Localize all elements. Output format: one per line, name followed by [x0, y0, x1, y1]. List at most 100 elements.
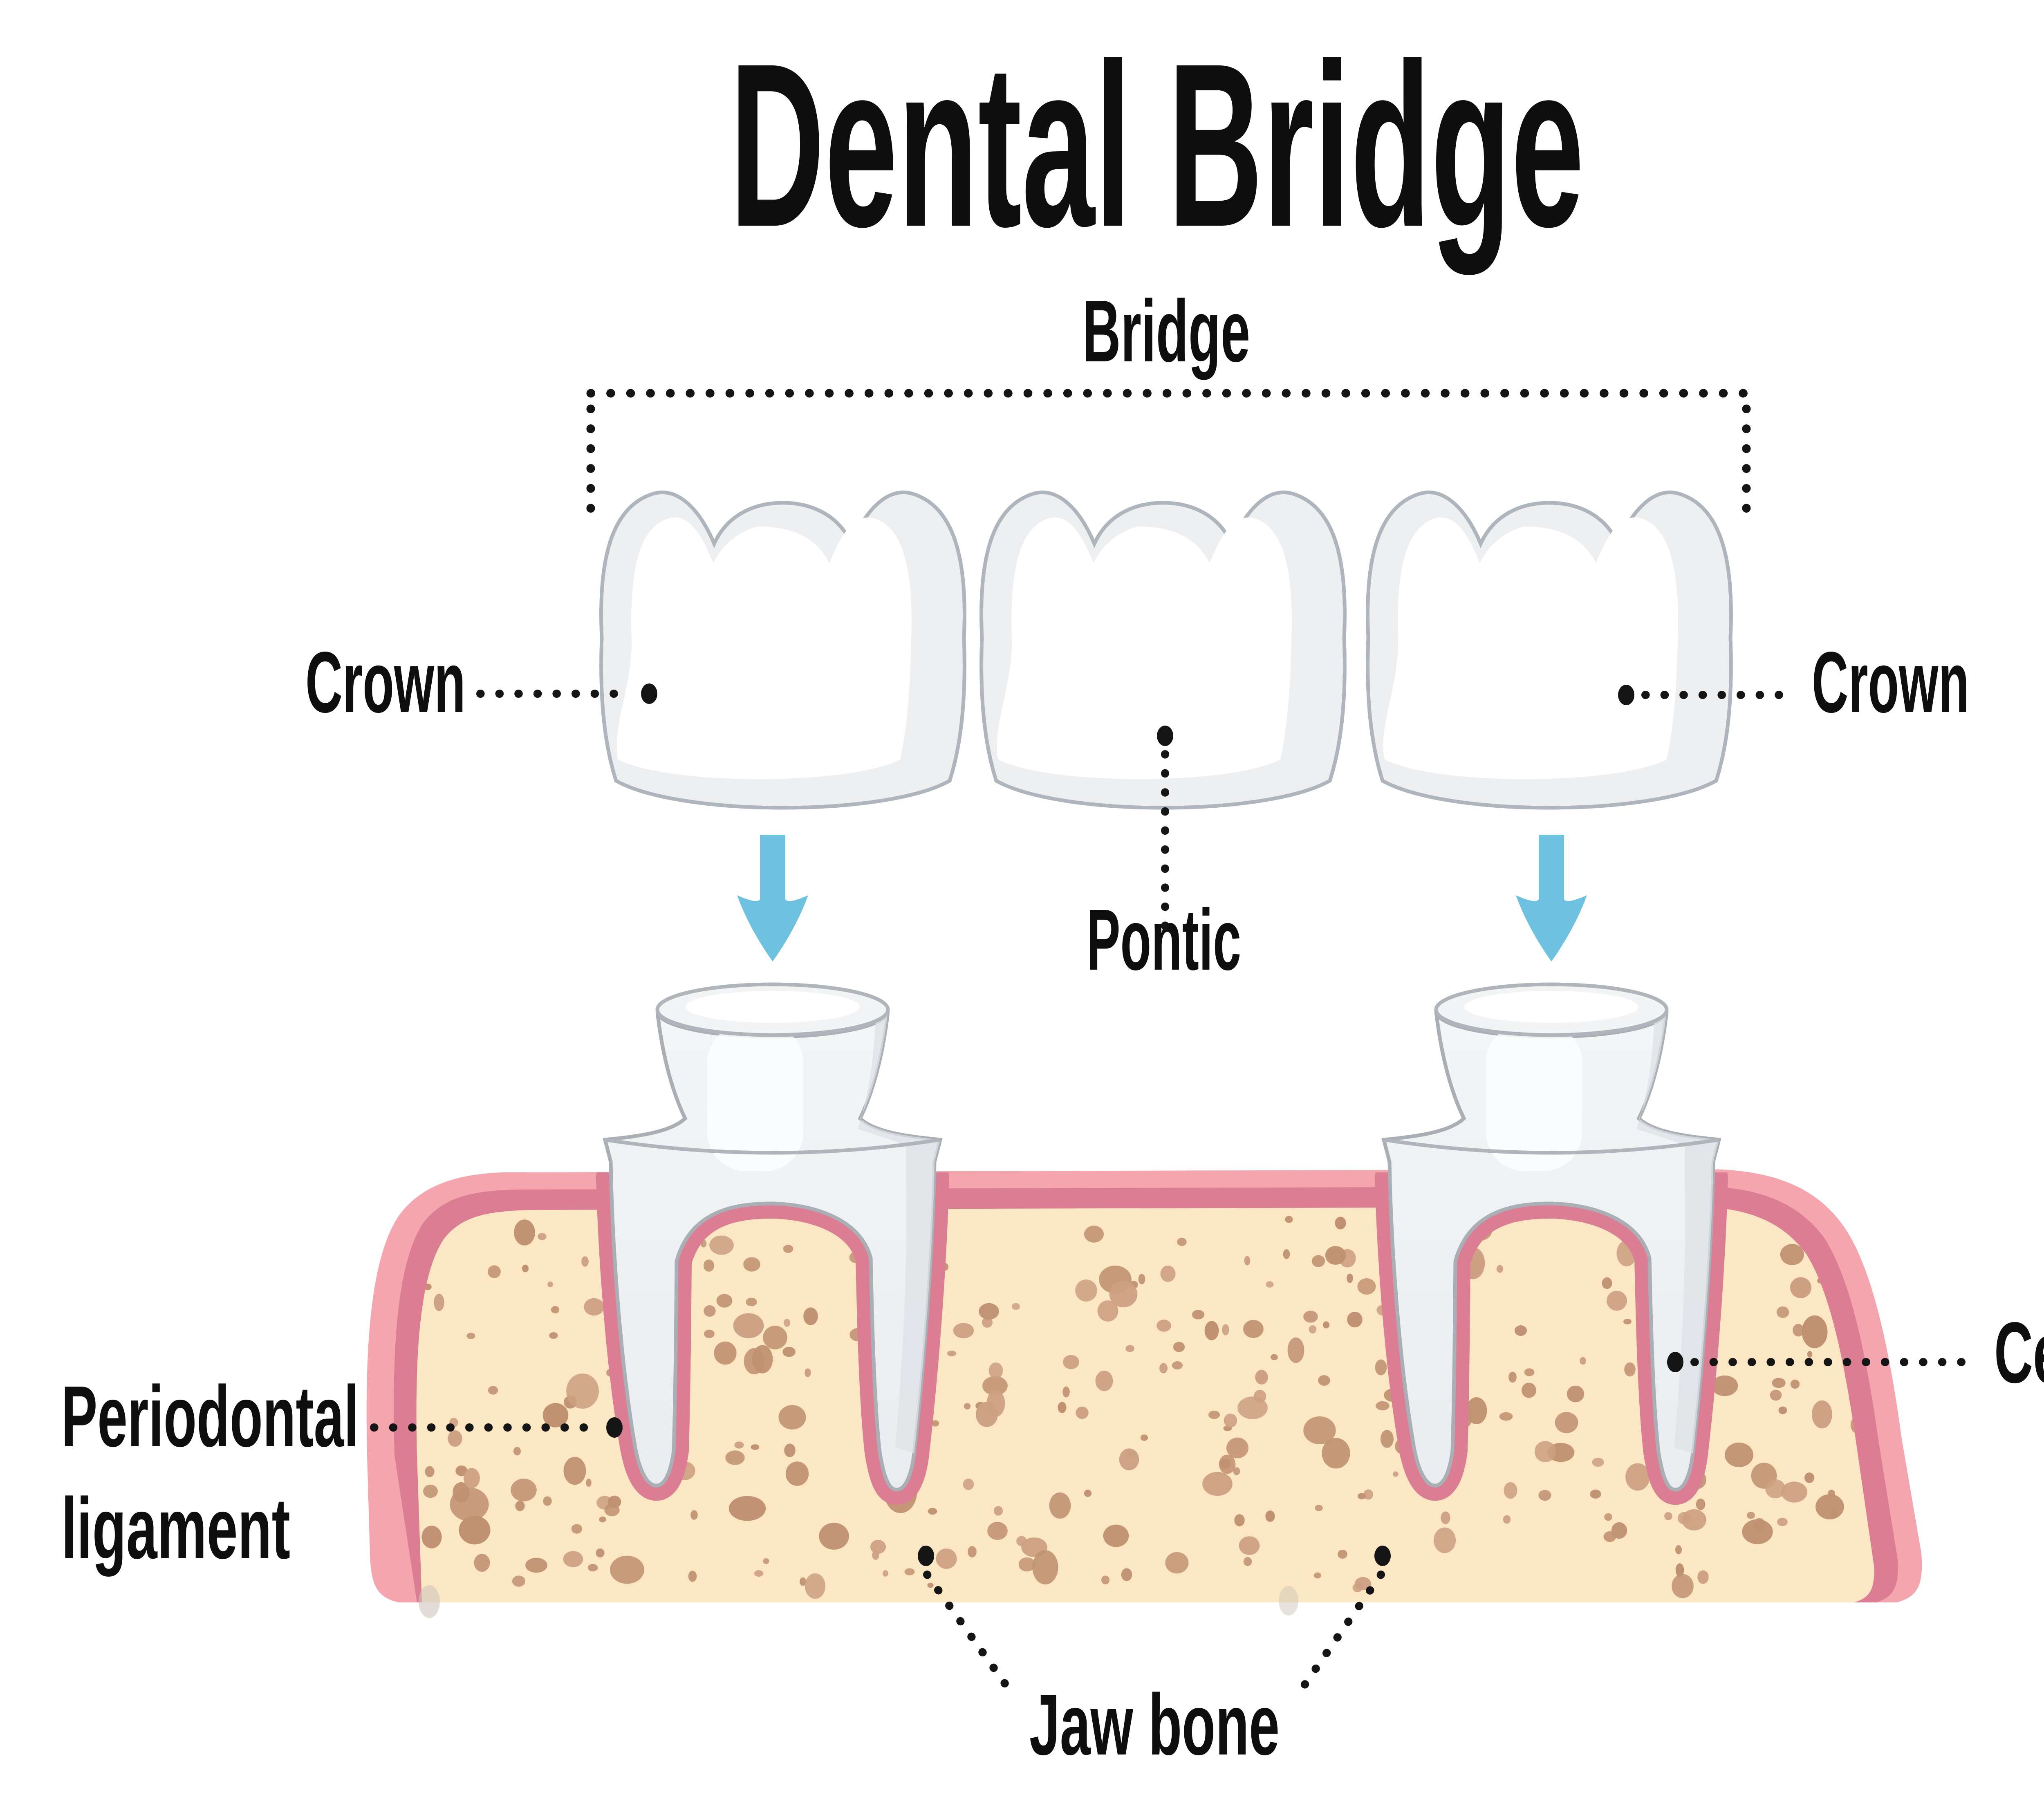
bone-spot	[1746, 1512, 1755, 1519]
bone-spot	[538, 1233, 547, 1240]
bone-spot	[459, 1515, 491, 1545]
bone-spot	[1725, 1442, 1753, 1468]
bone-spot	[1243, 1557, 1252, 1566]
bone-spot	[551, 1306, 560, 1313]
bone-spot	[1777, 1517, 1788, 1526]
cementum-label: Cementum	[1994, 1304, 2044, 1401]
bone-spot	[525, 1557, 547, 1573]
jaw-bone-leader-left	[923, 1571, 1017, 1698]
bone-spot	[1347, 1273, 1353, 1283]
down-arrow-icon-right	[1516, 835, 1587, 961]
bone-spot	[549, 1332, 558, 1339]
bone-spot	[1804, 1472, 1814, 1483]
bone-spot	[1522, 1383, 1536, 1398]
bone-spot	[1012, 1303, 1020, 1310]
bone-spot	[751, 1444, 760, 1450]
bone-spot	[1058, 1402, 1067, 1413]
pontic-anchor-dot	[1157, 726, 1173, 746]
bone-spot	[982, 1317, 993, 1328]
bone-spot	[1357, 1493, 1366, 1499]
bone-spot	[1224, 1413, 1237, 1428]
bone-spot	[1347, 1311, 1363, 1328]
bone-spot	[803, 1307, 818, 1325]
bone-spot	[883, 1570, 888, 1577]
bone-spot	[1607, 1291, 1627, 1311]
bone-spot	[587, 1564, 598, 1571]
bone-spot	[987, 1521, 1008, 1540]
bone-spot	[872, 1550, 879, 1560]
bone-spot	[1266, 1281, 1274, 1288]
bone-spot	[690, 1510, 698, 1520]
bone-spot	[450, 1487, 489, 1521]
bone-spot	[1672, 1574, 1694, 1598]
periodontal-label-line2: ligament	[61, 1480, 290, 1577]
bone-spot	[1772, 1378, 1786, 1388]
bone-spot	[1675, 1563, 1684, 1577]
bone-spot	[979, 1303, 999, 1320]
bone-spot	[714, 1341, 737, 1365]
bone-spot	[947, 1350, 957, 1357]
bone-spot	[515, 1501, 525, 1511]
bone-spot	[1335, 1217, 1346, 1230]
bone-spot	[1322, 1438, 1350, 1469]
bone-spot	[1318, 1375, 1330, 1386]
jaw-bone-leader-right	[1294, 1571, 1385, 1698]
pontic-tooth	[982, 492, 1345, 808]
bone-spot	[474, 1554, 490, 1572]
bone-spot	[511, 1479, 537, 1501]
bone-spot	[1664, 1512, 1672, 1520]
bone-spot	[1524, 1368, 1535, 1376]
bone-spot	[1780, 1244, 1804, 1265]
crown-left-anchor-dot	[641, 683, 657, 704]
bone-spot	[785, 1461, 809, 1486]
bone-spot	[1623, 1319, 1632, 1324]
bone-spot	[1125, 1345, 1134, 1352]
bone-spot	[1441, 1511, 1450, 1524]
bone-spot	[1375, 1359, 1387, 1376]
bone-spot	[1283, 1249, 1290, 1259]
bone-spot	[1049, 1492, 1071, 1519]
crown-tooth-right	[1368, 492, 1731, 808]
bone-spot	[1202, 1472, 1233, 1496]
jaw-bone-label: Jaw bone	[1029, 1676, 1280, 1773]
periodontal-label-line1: Periodontal	[61, 1368, 359, 1465]
bone-spot	[1285, 1216, 1293, 1223]
bone-spot	[1624, 1362, 1636, 1377]
bone-spot	[1313, 1572, 1322, 1579]
bone-spot	[1109, 1281, 1138, 1308]
down-arrow-icon-left	[737, 835, 808, 961]
bone-spot	[1514, 1325, 1527, 1336]
bone-spot	[1101, 1575, 1109, 1584]
bone-spot	[1121, 1568, 1132, 1581]
bone-spot	[782, 1347, 796, 1357]
bone-spot	[466, 1333, 475, 1339]
bone-spot	[993, 1506, 1003, 1516]
bone-spot	[936, 1548, 957, 1569]
bone-spot	[968, 1546, 977, 1557]
bone-spot	[1697, 1570, 1709, 1584]
bone-spot	[1303, 1416, 1336, 1445]
bone-spot	[928, 1508, 937, 1515]
bone-spot	[728, 1496, 766, 1521]
bone-spot	[1063, 1355, 1079, 1369]
bone-spot	[704, 1259, 714, 1272]
bone-spot	[1076, 1406, 1089, 1419]
bone-spot	[1625, 1463, 1650, 1491]
bone-spot	[1173, 1342, 1185, 1352]
bone-spot	[571, 1524, 583, 1534]
bone-spot	[1781, 1481, 1808, 1503]
bone-spot	[581, 1256, 589, 1267]
bone-spot	[513, 1447, 521, 1456]
bone-spot	[1075, 1279, 1097, 1302]
bone-spot	[763, 1558, 769, 1564]
crown-tooth-left	[601, 492, 965, 808]
bone-spot	[1204, 1321, 1219, 1340]
bone-spot	[1496, 1265, 1504, 1273]
bone-spot	[725, 1450, 745, 1465]
bone-spot	[1315, 1505, 1323, 1511]
bone-spot	[1233, 1467, 1240, 1475]
bone-spot	[1239, 1536, 1260, 1555]
bone-spot	[976, 1402, 998, 1427]
bone-spot	[563, 1456, 586, 1485]
